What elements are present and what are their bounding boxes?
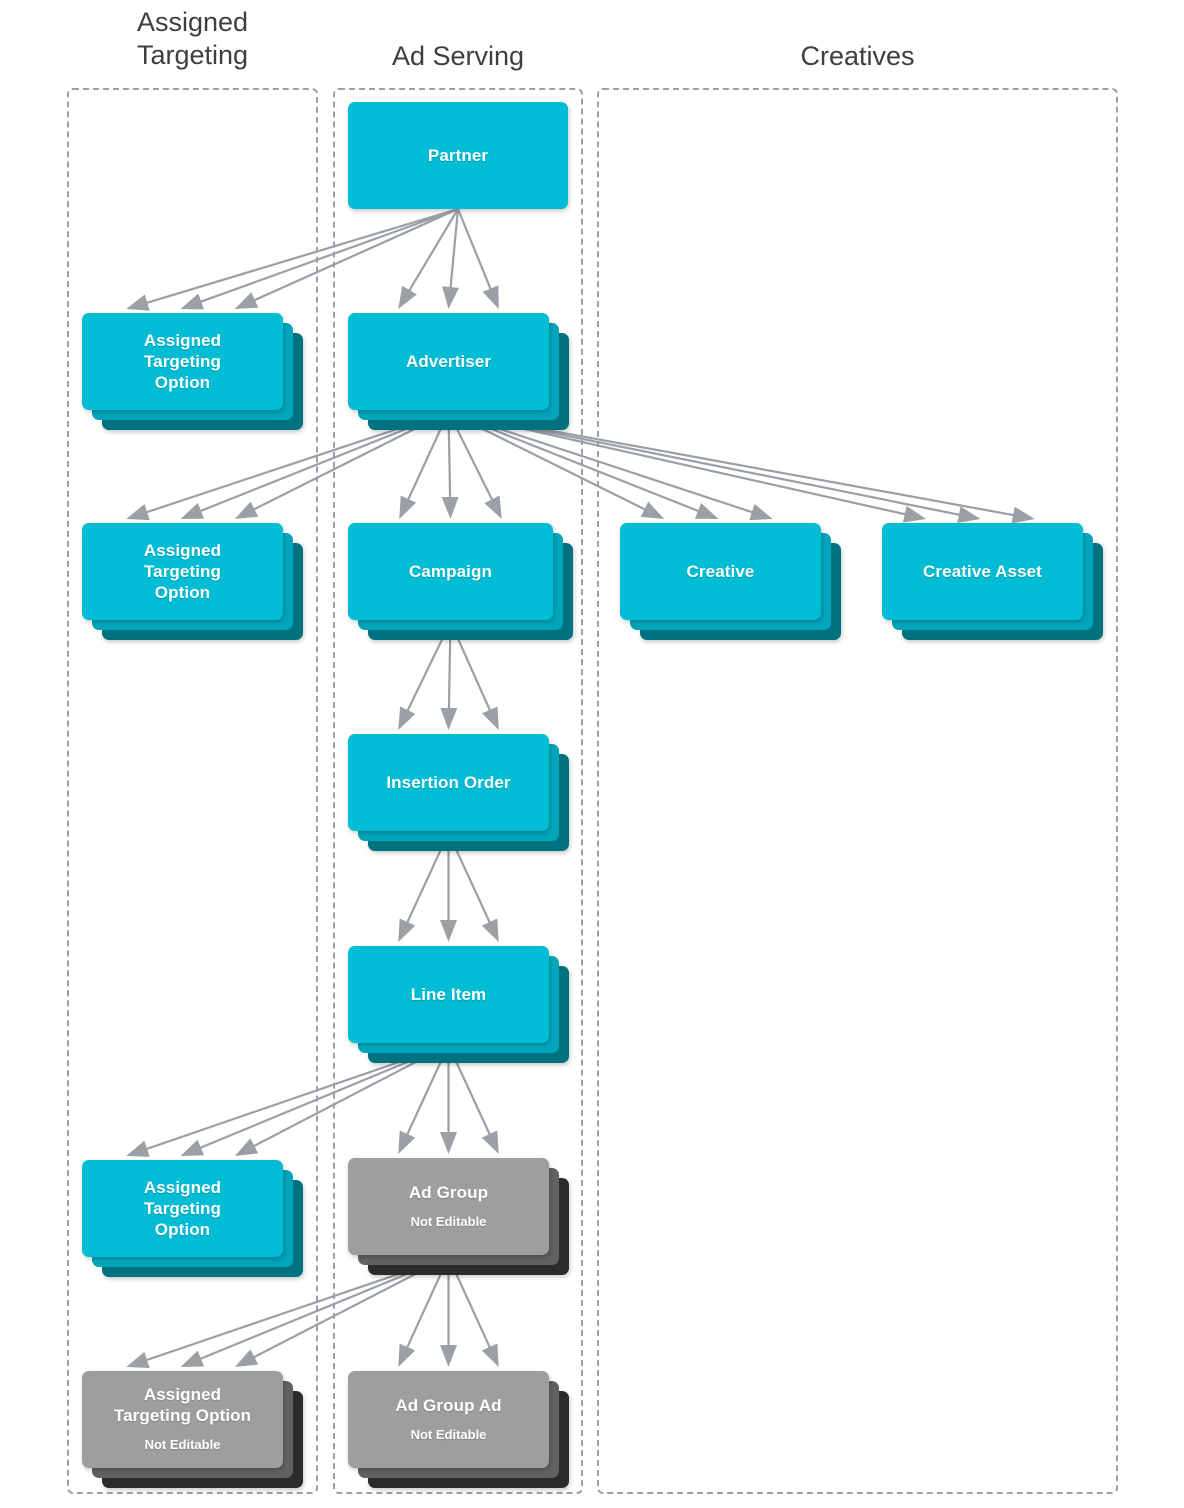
node-partner[interactable]: Partner <box>348 102 590 231</box>
node-title: Creative <box>686 562 755 581</box>
node-card[interactable]: Insertion Order <box>348 734 549 831</box>
node-creative[interactable]: Creative <box>620 523 843 642</box>
node-subtitle: Not Editable <box>410 1426 487 1442</box>
node-card[interactable]: Creative <box>620 523 821 620</box>
node-ato-partner[interactable]: Assigned Targeting Option <box>82 313 305 432</box>
node-title: Assigned Targeting Option <box>143 541 222 602</box>
column-frame-creatives <box>597 88 1118 1494</box>
node-advertiser[interactable]: Advertiser <box>348 313 571 432</box>
node-card[interactable]: Assigned Targeting Option <box>82 313 283 410</box>
node-title: Advertiser <box>405 352 492 371</box>
node-ato-advertiser[interactable]: Assigned Targeting Option <box>82 523 305 642</box>
node-title: Creative Asset <box>923 562 1042 581</box>
node-title: Ad Group Ad <box>395 1395 502 1415</box>
column-title-ad-serving: Ad Serving <box>391 41 525 71</box>
column-title-assigned-targeting: Assigned Targeting <box>136 7 249 70</box>
node-title: Line Item <box>410 985 487 1004</box>
node-title: Assigned Targeting Option <box>143 1178 222 1239</box>
node-ad-group-ad[interactable]: Ad Group Ad Not Editable <box>348 1371 571 1490</box>
column-title-creatives: Creatives <box>800 41 915 71</box>
node-card[interactable]: Line Item <box>348 946 549 1043</box>
node-title: Campaign <box>409 562 492 581</box>
column-frame-assigned-targeting <box>67 88 318 1494</box>
node-card[interactable]: Creative Asset <box>882 523 1083 620</box>
node-creative-asset[interactable]: Creative Asset <box>882 523 1105 642</box>
node-title: Assigned Targeting Option <box>113 1385 252 1425</box>
node-insertion-order[interactable]: Insertion Order <box>348 734 571 853</box>
node-ato-line-item[interactable]: Assigned Targeting Option <box>82 1160 305 1279</box>
node-campaign[interactable]: Campaign <box>348 523 575 642</box>
node-card[interactable]: Campaign <box>348 523 553 620</box>
node-card[interactable]: Ad Group Ad Not Editable <box>348 1371 549 1468</box>
node-card[interactable]: Advertiser <box>348 313 549 410</box>
node-title: Assigned Targeting Option <box>143 331 222 392</box>
node-title: Partner <box>427 146 489 165</box>
node-subtitle: Not Editable <box>144 1437 221 1452</box>
node-card[interactable]: Partner <box>348 102 568 209</box>
node-card[interactable]: Assigned Targeting Option <box>82 523 283 620</box>
node-line-item[interactable]: Line Item <box>348 946 571 1065</box>
node-title: Ad Group <box>408 1182 489 1202</box>
node-card[interactable]: Assigned Targeting Option <box>82 1160 283 1257</box>
column-frame-ad-serving <box>333 88 583 1494</box>
node-subtitle: Not Editable <box>410 1213 487 1229</box>
node-title: Insertion Order <box>386 773 511 792</box>
